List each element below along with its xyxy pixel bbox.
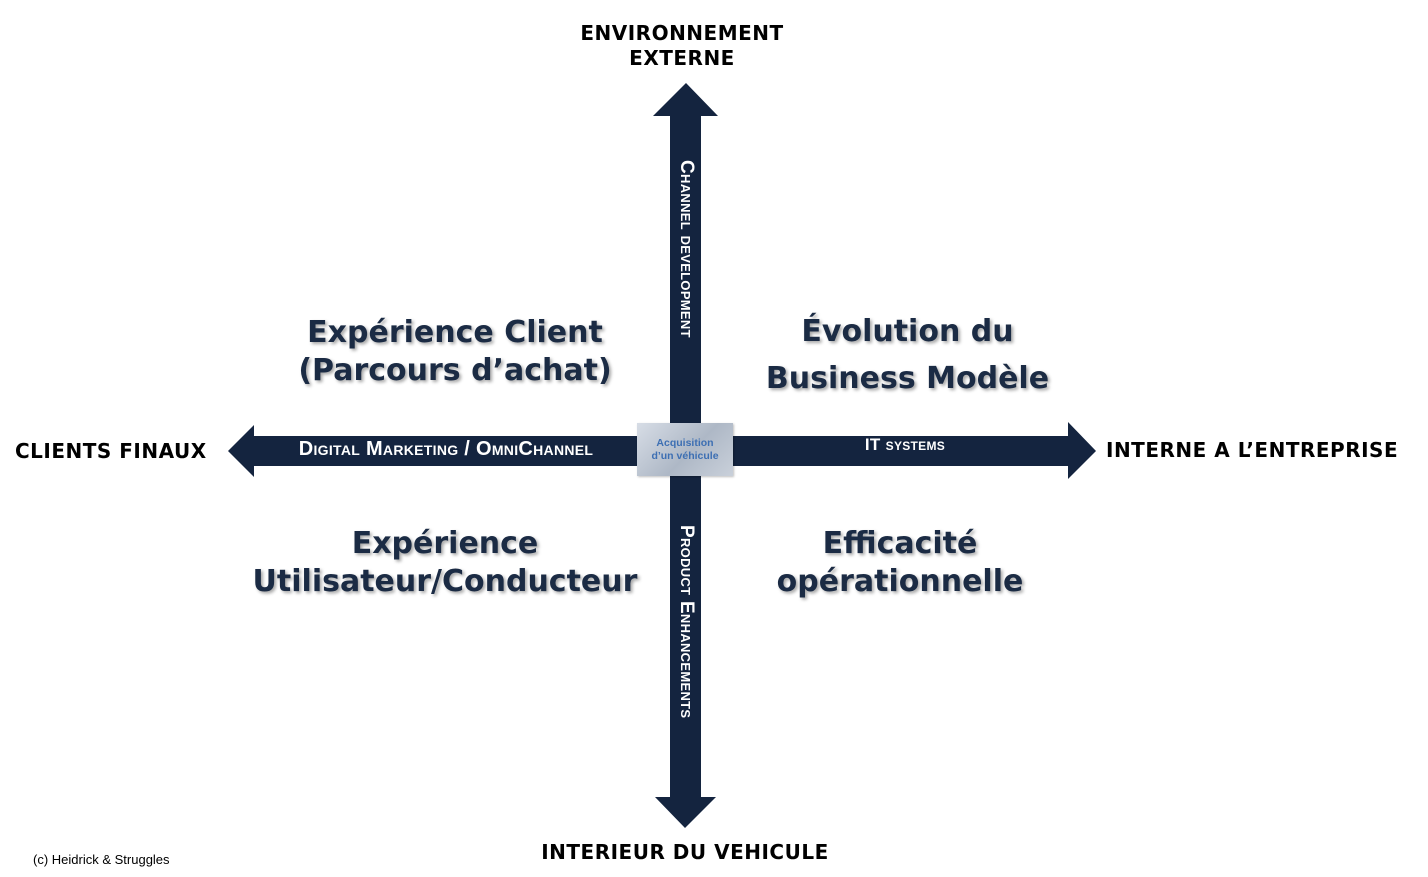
quadrant-bottom-left: Expérience Utilisateur/Conducteur [252, 526, 638, 599]
quadrant-bottom-right: Efficacité opérationnelle [776, 526, 1024, 599]
quadrant-top-left: Expérience Client (Parcours d’achat) [298, 315, 612, 388]
arrow-left [228, 425, 637, 477]
arrow-right [733, 422, 1096, 479]
axis-label-right: IT systems [864, 435, 946, 454]
axis-label-bottom: Product Enhancements [676, 525, 697, 719]
pole-right: INTERNE A L’ENTREPRISE [1106, 438, 1399, 462]
center-node: Acquisition d’un véhicule [637, 423, 733, 476]
arrow-down [655, 476, 716, 828]
center-label: Acquisition d’un véhicule [651, 437, 719, 462]
pole-top: ENVIRONNEMENT EXTERNE [580, 21, 784, 70]
axis-label-top: Channel development [676, 160, 697, 338]
copyright-credit: (c) Heidrick & Struggles [33, 852, 170, 867]
pole-bottom: INTERIEUR DU VEHICULE [541, 840, 829, 864]
quadrant-top-right: Évolution du Business Modèle [765, 314, 1050, 396]
arrow-up [653, 83, 718, 423]
axis-label-left: Digital Marketing / OmniChannel [298, 438, 594, 460]
pole-left: CLIENTS FINAUX [15, 439, 207, 463]
